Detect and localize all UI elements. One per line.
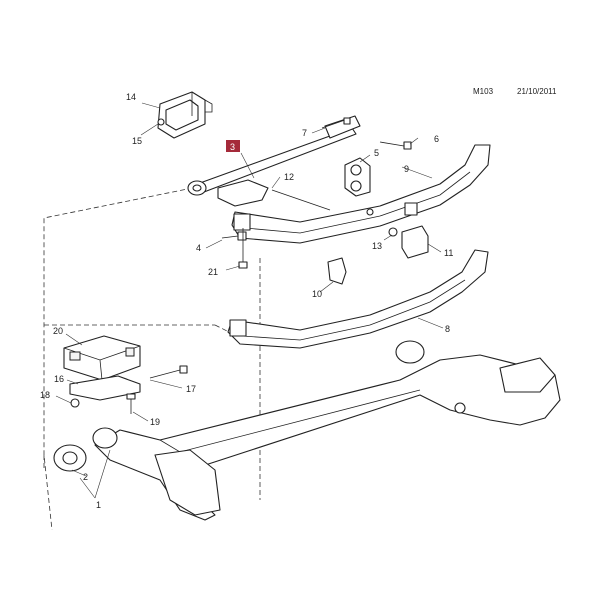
callout-2: 2	[83, 472, 88, 482]
callout-21: 21	[208, 267, 218, 277]
tie-rod-part-3	[187, 115, 361, 196]
trailing-arm-part-9	[231, 144, 491, 244]
callout-18: 18	[40, 390, 50, 400]
callout-15: 15	[132, 136, 142, 146]
module-part-20	[63, 335, 141, 381]
bushing-part-11	[401, 225, 429, 259]
callout-9: 9	[404, 164, 409, 174]
callout-11: 11	[444, 248, 453, 258]
bolt-part-7	[321, 117, 351, 129]
callout-19: 19	[150, 417, 160, 427]
link-part-5	[344, 157, 371, 197]
callout-4: 4	[196, 243, 201, 253]
callout-17: 17	[186, 384, 196, 394]
bolt-part-19	[126, 393, 136, 414]
diagram-date: 21/10/2011	[517, 87, 557, 96]
bolt-part-21	[238, 228, 248, 269]
callout-14: 14	[126, 92, 136, 102]
bolt-part-6	[379, 141, 412, 150]
diagram-code: M103	[473, 87, 494, 96]
mount-bracket-part-14	[157, 91, 213, 139]
callout-8: 8	[445, 324, 450, 334]
bracket-part-16	[69, 375, 141, 401]
callout-10: 10	[312, 289, 322, 299]
callout-7: 7	[302, 128, 307, 138]
callout-16: 16	[54, 374, 64, 384]
callout-6: 6	[434, 134, 439, 144]
bolt-part-4	[221, 231, 247, 241]
bolt-part-17	[149, 365, 188, 379]
group-outline	[43, 179, 261, 531]
nut-part-13	[388, 227, 398, 237]
callout-13: 13	[372, 241, 382, 251]
axle-beam-part-1	[92, 340, 561, 521]
clip-part-10	[327, 257, 347, 285]
callout-labels: 14 15 3 7 6 5 9 12 13 11 4 21 10 8 20 16…	[40, 92, 453, 510]
leader-lines	[55, 102, 444, 499]
callout-12: 12	[284, 172, 294, 182]
callout-20: 20	[53, 326, 63, 336]
callout-3: 3	[230, 142, 235, 152]
bushing-part-2	[53, 444, 87, 472]
bolt-part-12	[217, 179, 331, 211]
trailing-arm-part-8	[227, 249, 489, 349]
callout-5: 5	[374, 148, 379, 158]
callout-3-highlight	[226, 140, 240, 152]
callout-1: 1	[96, 500, 101, 510]
nut-part-18	[70, 398, 80, 408]
